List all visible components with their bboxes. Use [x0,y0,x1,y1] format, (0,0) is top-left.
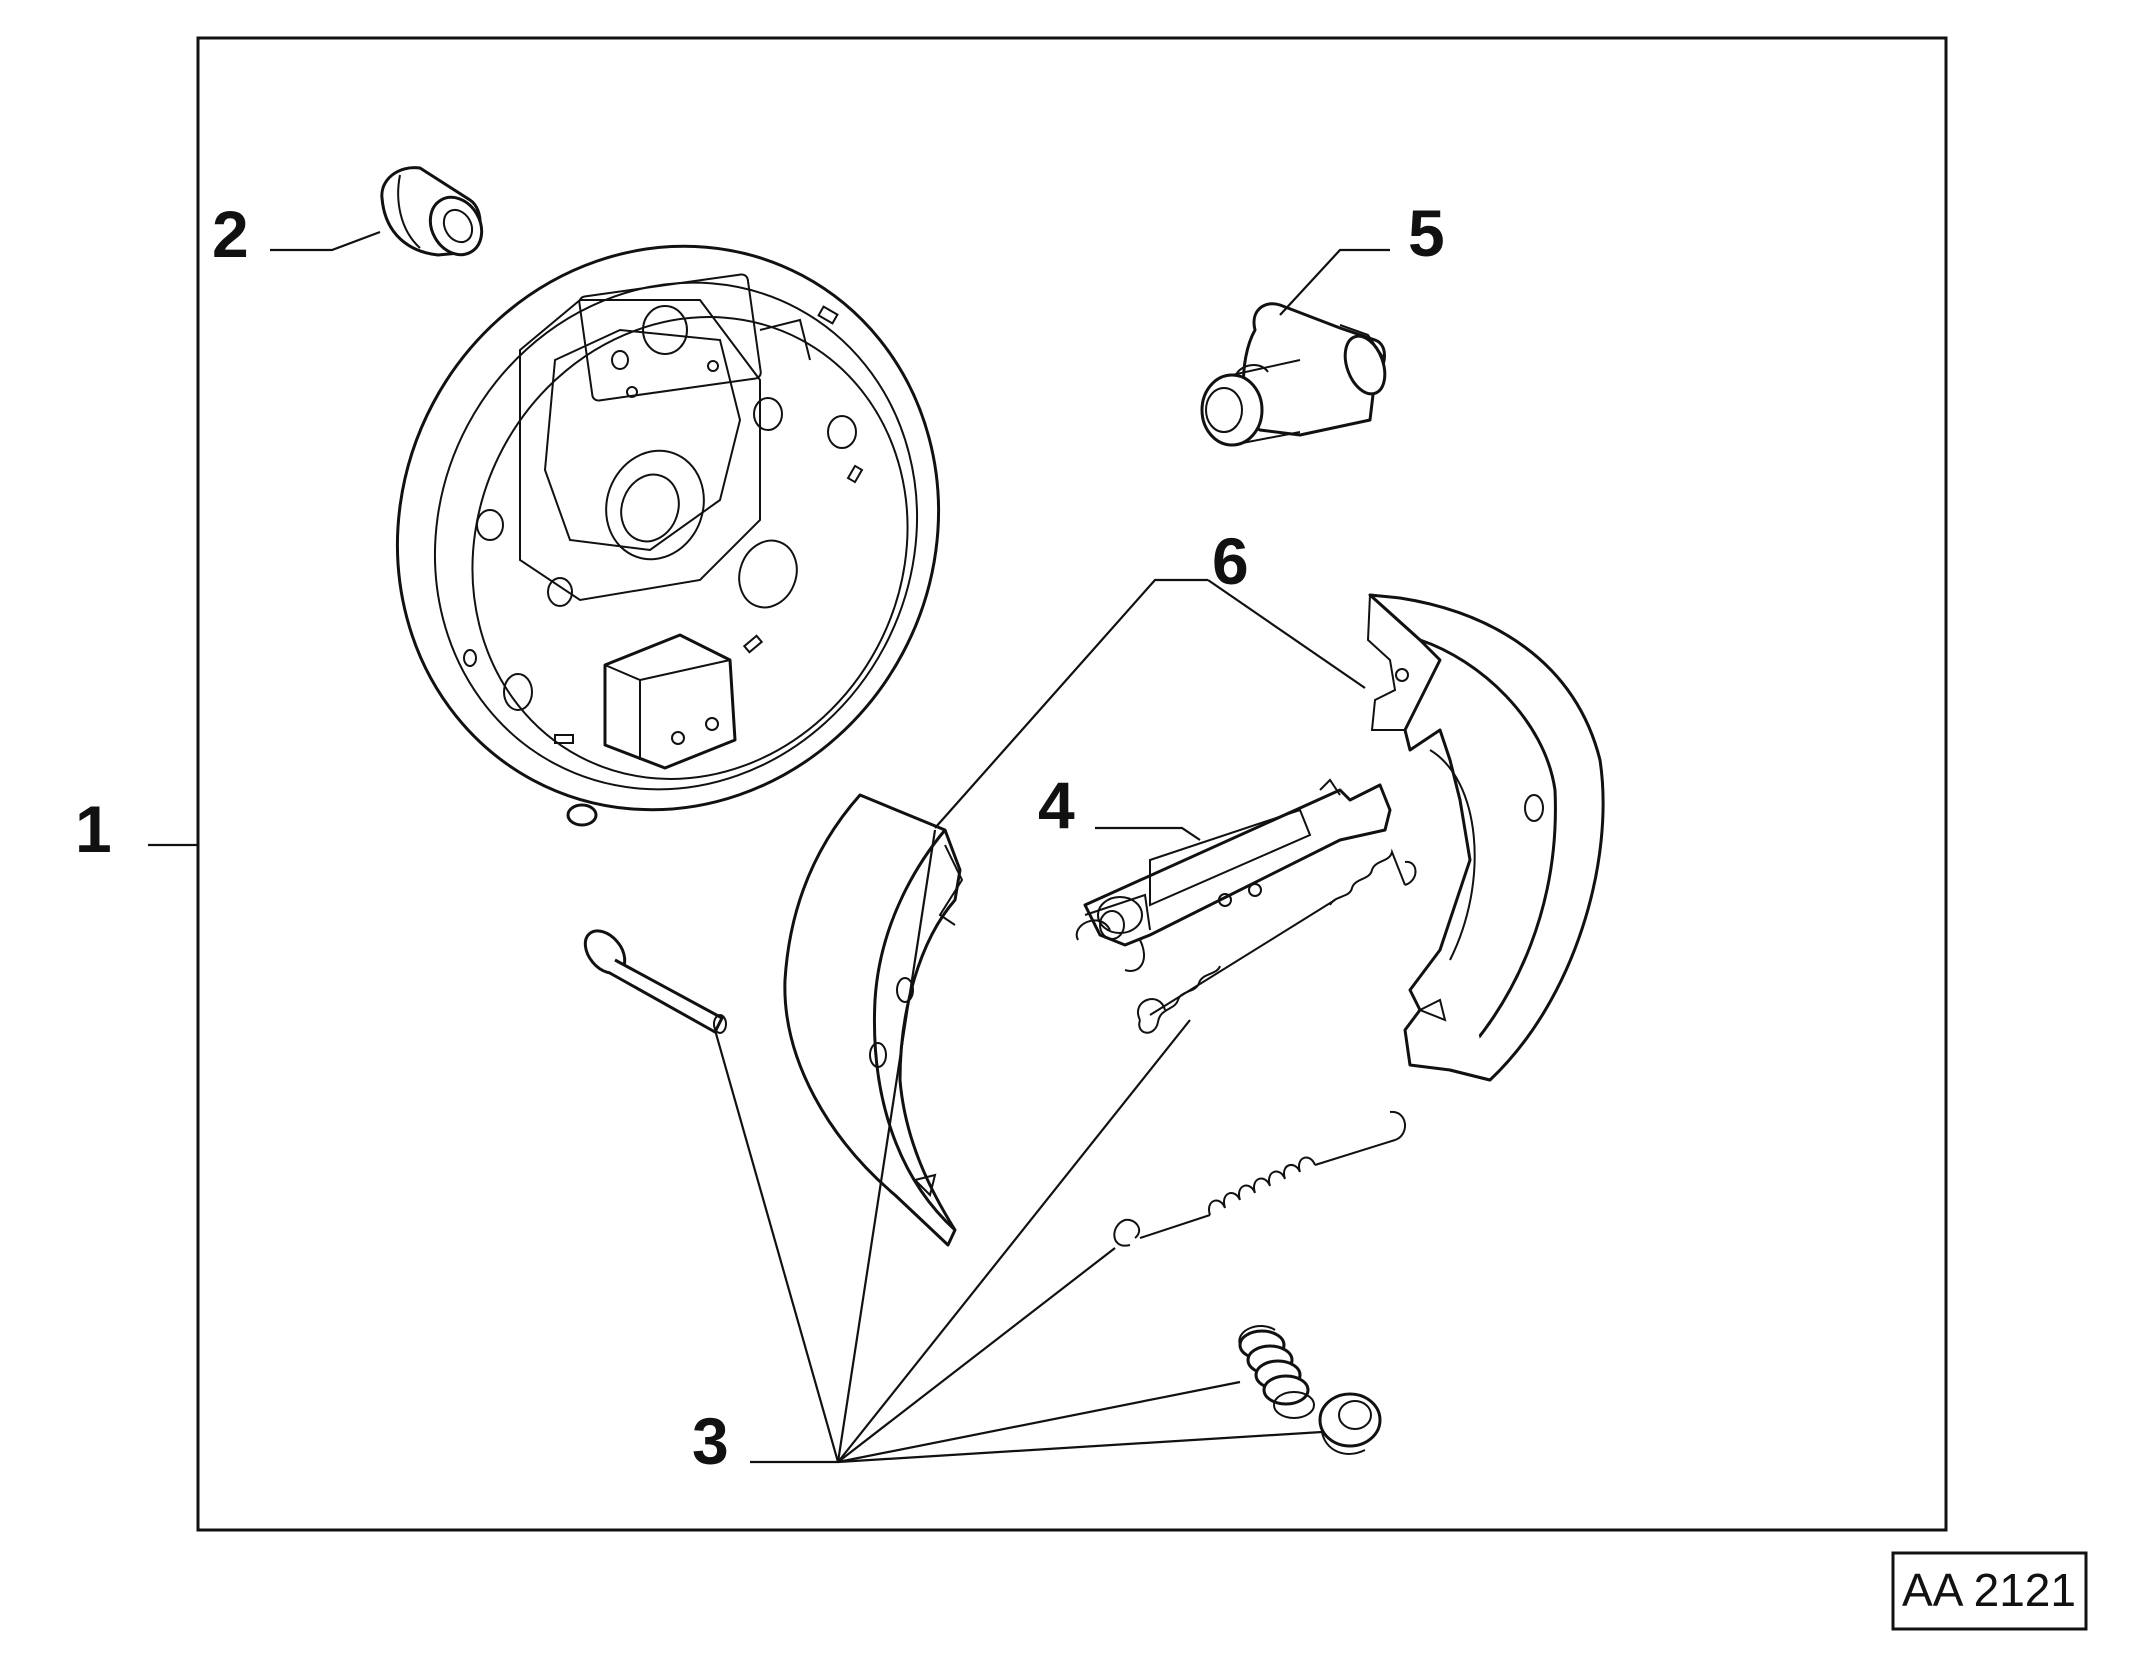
spring-cup [1318,1392,1382,1455]
callout-4: 4 [1038,768,1075,842]
hold-down-spring [1238,1325,1315,1419]
reference-code: AA 2121 [1902,1564,2076,1616]
reference-code-box: AA 2121 [1891,1551,2088,1631]
callout-6: 6 [1212,524,1249,598]
left-brake-shoe [783,793,964,1247]
callout-2: 2 [212,197,249,271]
callout-3: 3 [692,1404,729,1478]
right-brake-shoe [1366,593,1605,1082]
wheel-cylinder-part [1200,302,1387,447]
upper-return-spring [1137,848,1417,1034]
kit-frame [196,36,1948,1532]
backing-plate [395,244,941,827]
callout-5: 5 [1408,196,1445,270]
bush-part [380,166,484,257]
lower-return-spring [1113,1110,1406,1247]
adjuster-strut-part [1075,778,1392,972]
leader-lines [148,230,1390,1464]
retaining-pin [583,929,727,1034]
callout-1: 1 [75,792,112,866]
